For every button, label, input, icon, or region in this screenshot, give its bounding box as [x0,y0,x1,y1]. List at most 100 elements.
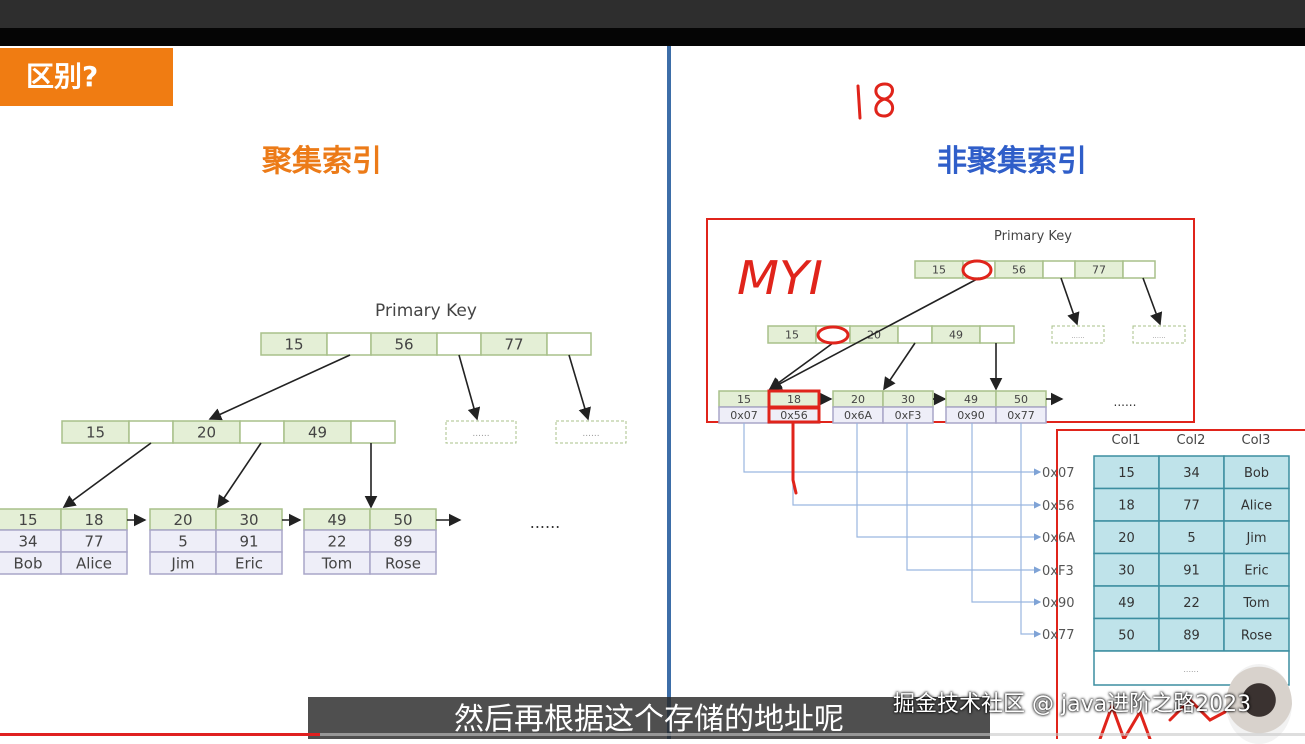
address-pointer-line [971,423,1042,606]
root-node-key-text: 56 [1012,263,1026,276]
more-leaves: ...... [1114,395,1137,409]
table-header: Col2 [1177,433,1206,448]
placeholder-text: ...... [1152,332,1165,340]
internal-node-key-text: 15 [86,423,105,441]
leaf-address-text: 0x56 [780,409,808,422]
address-pointer-line [1020,423,1042,638]
placeholder-node [1051,325,1105,344]
leaf-key-text: 30 [901,393,915,406]
tree-arrow [883,342,916,391]
table-cell-cell [1093,455,1160,490]
placeholder-text: ...... [1071,332,1084,340]
more-leaves: ...... [530,513,561,532]
table-cell-text: 77 [1183,498,1200,513]
table-cell-cell [1158,617,1225,652]
internal-node-key-text: 20 [197,423,216,441]
internal-node-pointer-cell [239,420,285,444]
tree-arrow [458,354,481,421]
table-cell-text: 20 [1118,531,1135,546]
leaf-col2-text: 91 [239,532,258,550]
table-cell-text: Jim [1245,531,1266,546]
leaf-col2-text: 34 [18,532,37,550]
table-cell-text: 49 [1118,596,1135,611]
address-label: 0x6A [1042,531,1075,546]
root-node-key-text: 77 [504,335,523,353]
leaf-key-text: 49 [964,393,978,406]
leaf-col3-text: Rose [385,554,421,572]
internal-node-key-text: 49 [949,328,963,341]
address-label: 0x07 [1042,466,1075,481]
internal-node-pointer-cell [897,325,933,344]
primary-key-label: Primary Key [994,229,1072,244]
tree-arrow [768,277,980,390]
table-cell-cell [1223,585,1290,620]
table-cell-cell [1223,617,1290,652]
nonclustered-index-title: 非聚集索引 [937,144,1087,179]
placeholder-text: ...... [472,429,489,439]
root-node-key-text: 56 [394,335,413,353]
leaf-col3-text: Alice [76,554,112,572]
slide-divider [667,46,671,739]
leaf-key-text: 18 [787,393,801,406]
table-cell-text: 50 [1118,628,1135,643]
address-label: 0xF3 [1042,564,1074,579]
table-cell-text: 30 [1118,563,1135,578]
handwritten-myd-partial [1098,697,1227,739]
highlight-circle-internal [816,325,850,345]
leaf-address-text: 0x90 [957,409,985,422]
table-cell-text: 34 [1183,466,1200,481]
table-cell-text: Alice [1241,498,1272,513]
table-cell-text: 22 [1183,596,1200,611]
table-cell-text: 18 [1118,498,1135,513]
placeholder-node [1132,325,1186,344]
address-pointer-line [743,423,1042,476]
leaf-key-text: 49 [327,511,346,529]
table-cell-text: 5 [1187,531,1195,546]
leaf-col3-cell [60,551,128,575]
table-cell-text: Eric [1244,563,1268,578]
leaf-col3-text: Bob [14,554,43,572]
root-node-key-text: 15 [284,335,303,353]
table-cell-cell [1093,585,1160,620]
video-progress-bar[interactable] [0,733,1305,736]
video-letterbox [0,28,1305,46]
leaf-col3-cell [215,551,283,575]
leaf-key-text: 15 [737,393,751,406]
table-cell-cell [1093,487,1160,522]
clustered-index-title: 聚集索引 [262,144,382,179]
handwritten-pointer-line [791,421,798,495]
table-cell-cell [1093,552,1160,587]
myd-file-box [1056,429,1305,739]
leaf-col3-text: Tom [321,554,352,572]
section-label: 区别? [0,48,173,106]
leaf-key-text: 30 [239,511,258,529]
table-cell-cell [1223,552,1290,587]
placeholder-node [445,420,517,444]
address-pointer-line [856,423,1042,541]
leaf-col2-text: 77 [84,532,103,550]
internal-node-pointer-cell [128,420,174,444]
table-cell-cell [1093,617,1160,652]
leaf-col3-cell [369,551,437,575]
presenter-webcam [1226,664,1292,744]
table-more-text: ...... [1183,665,1198,674]
root-node-pointer-cell [1042,260,1076,279]
table-cell-text: 15 [1118,466,1135,481]
table-cell-text: 89 [1183,628,1200,643]
root-node-pointer-cell [546,332,592,356]
address-label: 0x90 [1042,596,1075,611]
leaf-col2-text: 5 [178,532,188,550]
tree-arrow [208,354,351,421]
tree-arrow [568,354,591,421]
placeholder-node [555,420,627,444]
watermark: 掘金技术社区 @ java进阶之路2023 [893,692,1252,717]
handwritten-myi-label: MYI [737,251,823,305]
primary-key-label: Primary Key [375,301,477,321]
root-node-pointer-cell [1122,260,1156,279]
table-cell-text: Tom [1242,596,1269,611]
table-cell-text: Rose [1241,628,1272,643]
tree-arrow [217,442,262,509]
table-cell-text: 91 [1183,563,1200,578]
video-progress-fill [0,733,320,736]
leaf-key-text: 50 [393,511,412,529]
